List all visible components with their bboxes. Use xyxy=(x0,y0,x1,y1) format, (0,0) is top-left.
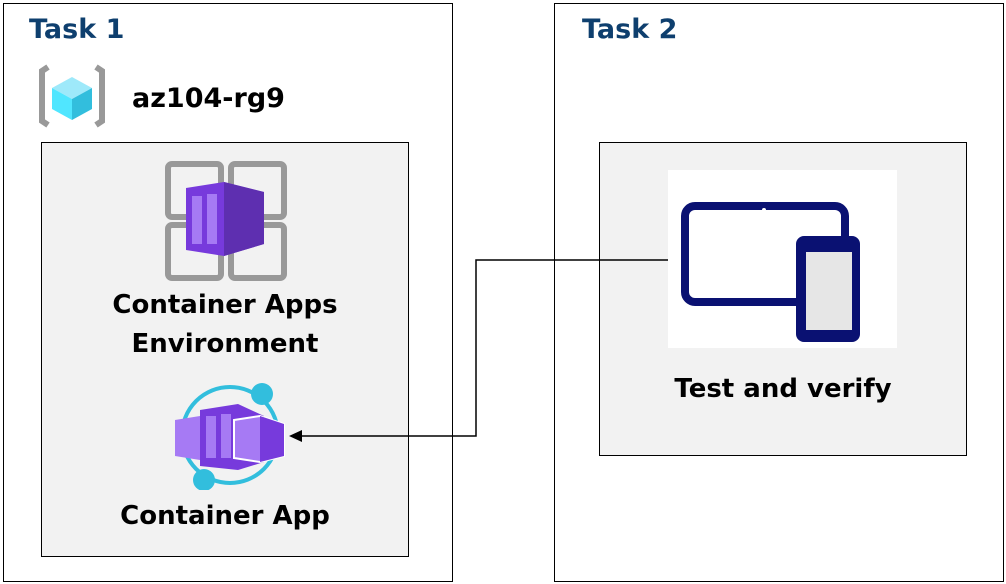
test-label: Test and verify xyxy=(674,374,892,404)
container-apps-environment-icon xyxy=(165,161,287,281)
task2-box xyxy=(554,3,1004,582)
resource-group-icon xyxy=(39,64,105,128)
devices-icon xyxy=(681,202,860,342)
container-app-label: Container App xyxy=(120,501,330,531)
container-app-icon xyxy=(175,383,285,490)
environment-label-line1: Container Apps xyxy=(112,290,338,320)
task2-title: Task 2 xyxy=(582,14,678,45)
resource-group-name: az104-rg9 xyxy=(132,83,285,114)
task1-box xyxy=(3,3,453,582)
task1-title: Task 1 xyxy=(29,14,125,45)
environment-label-line2: Environment xyxy=(131,329,319,359)
